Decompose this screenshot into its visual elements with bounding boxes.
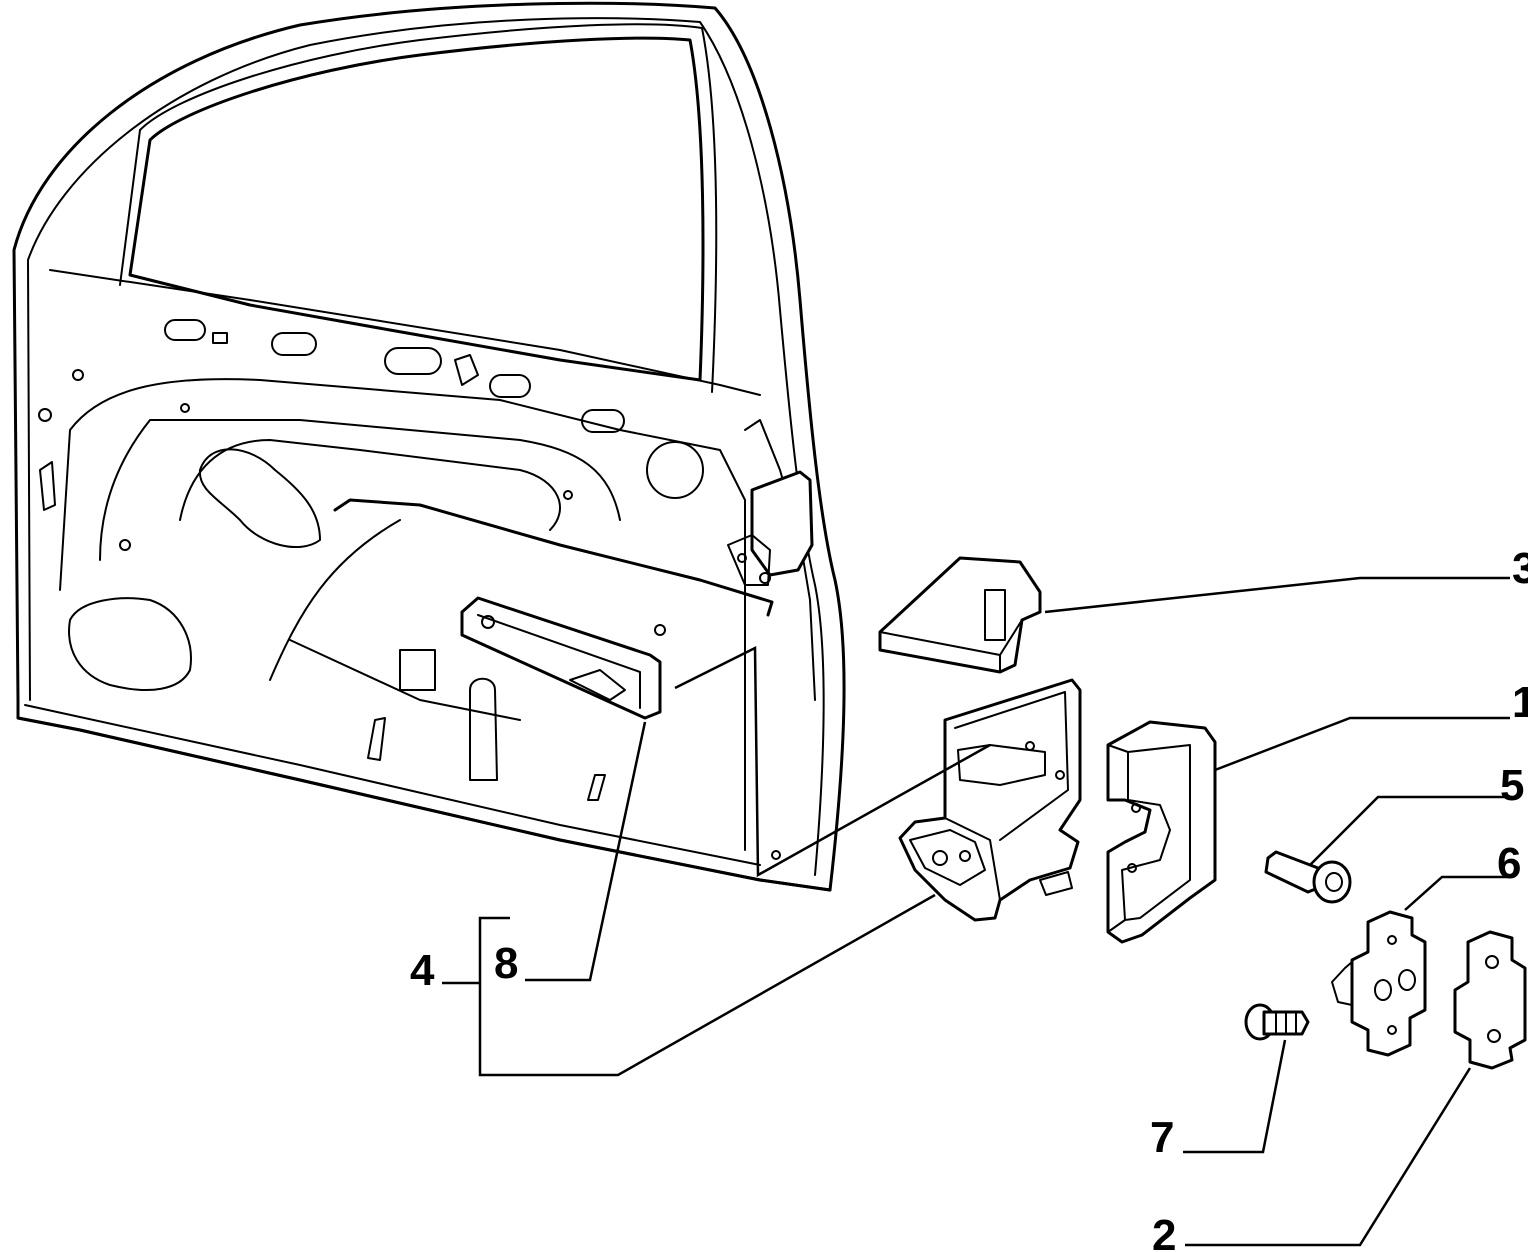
callout-4: 4 bbox=[410, 946, 435, 995]
callout-labels: 3 1 5 6 4 8 7 2 bbox=[410, 544, 1528, 1252]
part-8-inside-handle bbox=[460, 596, 662, 720]
part-6-striker bbox=[1331, 910, 1427, 1057]
door-frame bbox=[12, 1, 846, 892]
part-2-plate bbox=[1453, 930, 1527, 1070]
part-3-cover bbox=[878, 556, 1042, 674]
part-4-lock-assembly bbox=[898, 678, 1082, 922]
callout-6: 6 bbox=[1497, 839, 1521, 888]
part-5-screw bbox=[1264, 850, 1352, 904]
callout-5: 5 bbox=[1500, 761, 1524, 810]
leader-lines bbox=[442, 576, 1510, 1247]
callout-1: 1 bbox=[1512, 678, 1528, 727]
callout-7: 7 bbox=[1150, 1113, 1174, 1162]
part-1-gasket bbox=[1106, 720, 1217, 944]
part-7-bolt bbox=[1244, 1003, 1310, 1041]
callout-2: 2 bbox=[1152, 1211, 1176, 1252]
callout-3: 3 bbox=[1512, 544, 1528, 593]
callout-8: 8 bbox=[494, 939, 518, 988]
